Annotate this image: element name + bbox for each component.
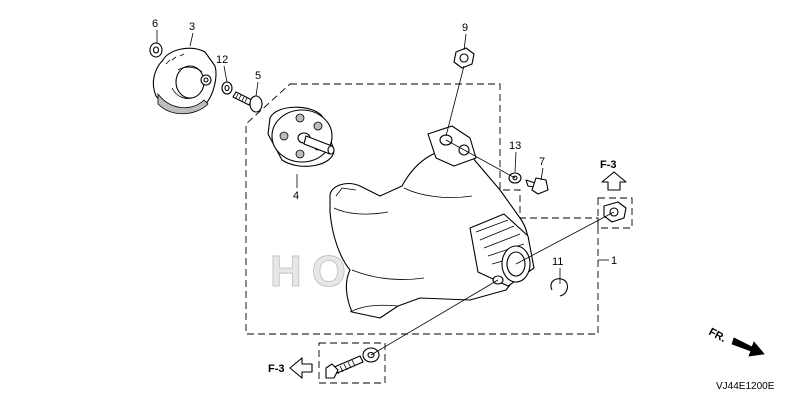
bolt-7 <box>525 177 549 195</box>
left-arrow-icon <box>289 357 313 379</box>
callout-1: 1 <box>611 255 617 267</box>
clutch-shoe-assembly <box>152 47 217 115</box>
circlip-11 <box>550 278 569 297</box>
clutch-drum <box>267 106 335 167</box>
callout-12: 12 <box>216 54 228 66</box>
callout-11: 11 <box>552 256 563 268</box>
diagram-code: VJ44E1200E <box>716 381 775 392</box>
washer-6 <box>149 42 163 58</box>
nut-9 <box>453 47 475 69</box>
bolt-5 <box>232 91 263 113</box>
callout-7: 7 <box>539 156 545 168</box>
bolt-inset-box <box>318 342 386 384</box>
callout-4: 4 <box>293 190 299 202</box>
up-arrow-icon <box>601 171 627 191</box>
plug-inset-box <box>597 197 633 229</box>
assembly-outline <box>245 83 599 335</box>
callout-13: 13 <box>509 140 521 152</box>
direction-label: FR. <box>707 326 728 345</box>
callout-5: 5 <box>255 70 261 82</box>
direction-arrow-icon <box>731 337 765 357</box>
clutch-housing <box>329 125 535 319</box>
callout-9: 9 <box>462 22 468 34</box>
callout-3: 3 <box>189 21 195 33</box>
callout-6: 6 <box>152 18 158 30</box>
washer-12 <box>221 81 233 95</box>
ref-f3-upper: F-3 <box>600 159 617 171</box>
plug <box>603 201 627 223</box>
ref-f3-lower: F-3 <box>268 363 285 375</box>
flange-bolt <box>325 347 380 379</box>
